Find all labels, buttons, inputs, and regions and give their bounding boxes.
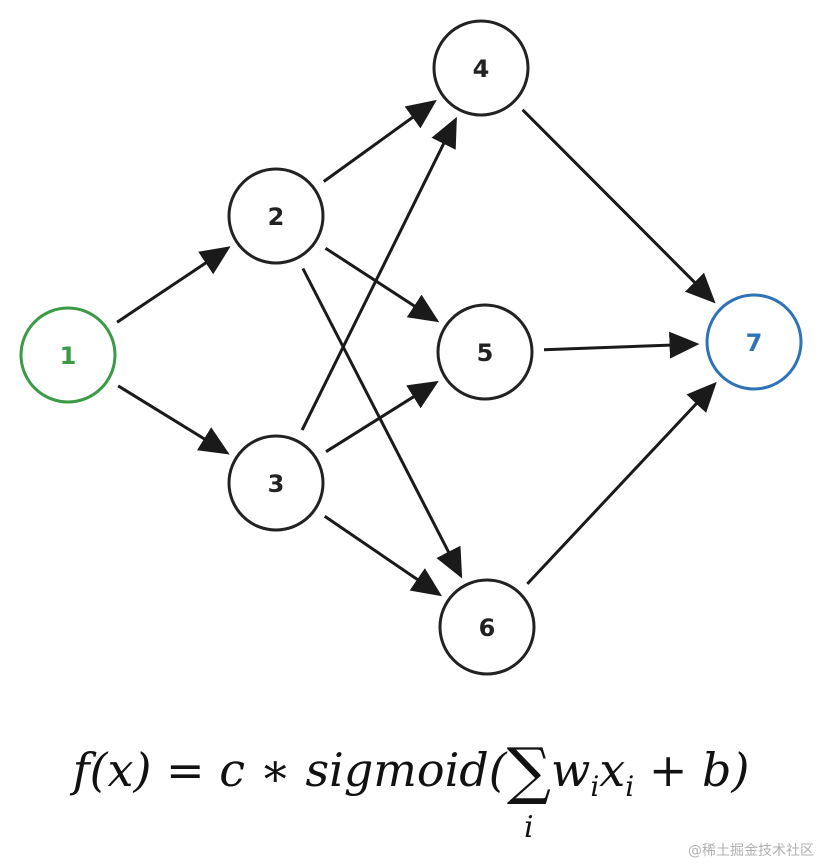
input-term: x — [599, 743, 626, 797]
input-subscript: i — [625, 770, 635, 803]
edge-5-to-7 — [543, 331, 700, 359]
summation-index: i — [524, 810, 534, 845]
edge-1-to-2 — [116, 246, 231, 324]
edges-group — [116, 99, 717, 597]
node-5: 5 — [436, 303, 534, 401]
edge-2-to-5 — [324, 246, 440, 323]
node-circle-4 — [432, 19, 530, 117]
node-2: 2 — [227, 167, 325, 265]
node-1: 1 — [19, 306, 117, 404]
node-circle-5 — [436, 303, 534, 401]
node-label-2: 2 — [268, 203, 285, 231]
node-label-6: 6 — [479, 614, 496, 642]
watermark: @稀土掘金技术社区 — [688, 843, 814, 859]
nodes-group: 1 2 3 4 5 6 7 — [19, 19, 803, 676]
edge-4-to-7 — [521, 108, 716, 304]
edge-3-to-5 — [325, 380, 439, 453]
summation: ∑i — [507, 740, 551, 846]
edge-2-to-4 — [322, 99, 437, 183]
node-6: 6 — [438, 578, 536, 676]
node-circle-2 — [227, 167, 325, 265]
edge-3-to-6 — [323, 515, 443, 597]
node-4: 4 — [432, 19, 530, 117]
node-circle-1 — [19, 306, 117, 404]
edge-2-to-6 — [301, 267, 463, 579]
edge-1-to-3 — [117, 384, 230, 455]
weight-term: w — [550, 743, 591, 797]
node-circle-6 — [438, 578, 536, 676]
node-label-5: 5 — [477, 339, 494, 367]
summation-symbol: ∑ — [506, 734, 551, 807]
node-circle-7 — [705, 293, 803, 391]
formula-rhs: + b) — [634, 743, 750, 797]
node-label-4: 4 — [473, 55, 490, 83]
edge-6-to-7 — [526, 381, 717, 585]
node-3: 3 — [227, 434, 325, 532]
network-diagram: 1 2 3 4 5 6 7 — [19, 19, 803, 676]
node-7: 7 — [705, 293, 803, 391]
formula-lhs: f(x) = c ∗ sigmoid( — [72, 743, 507, 797]
weight-subscript: i — [590, 770, 600, 803]
node-circle-3 — [227, 434, 325, 532]
edge-3-to-4 — [300, 116, 457, 431]
node-label-3: 3 — [268, 470, 285, 498]
node-label-7: 7 — [746, 329, 763, 357]
node-label-1: 1 — [60, 342, 77, 370]
